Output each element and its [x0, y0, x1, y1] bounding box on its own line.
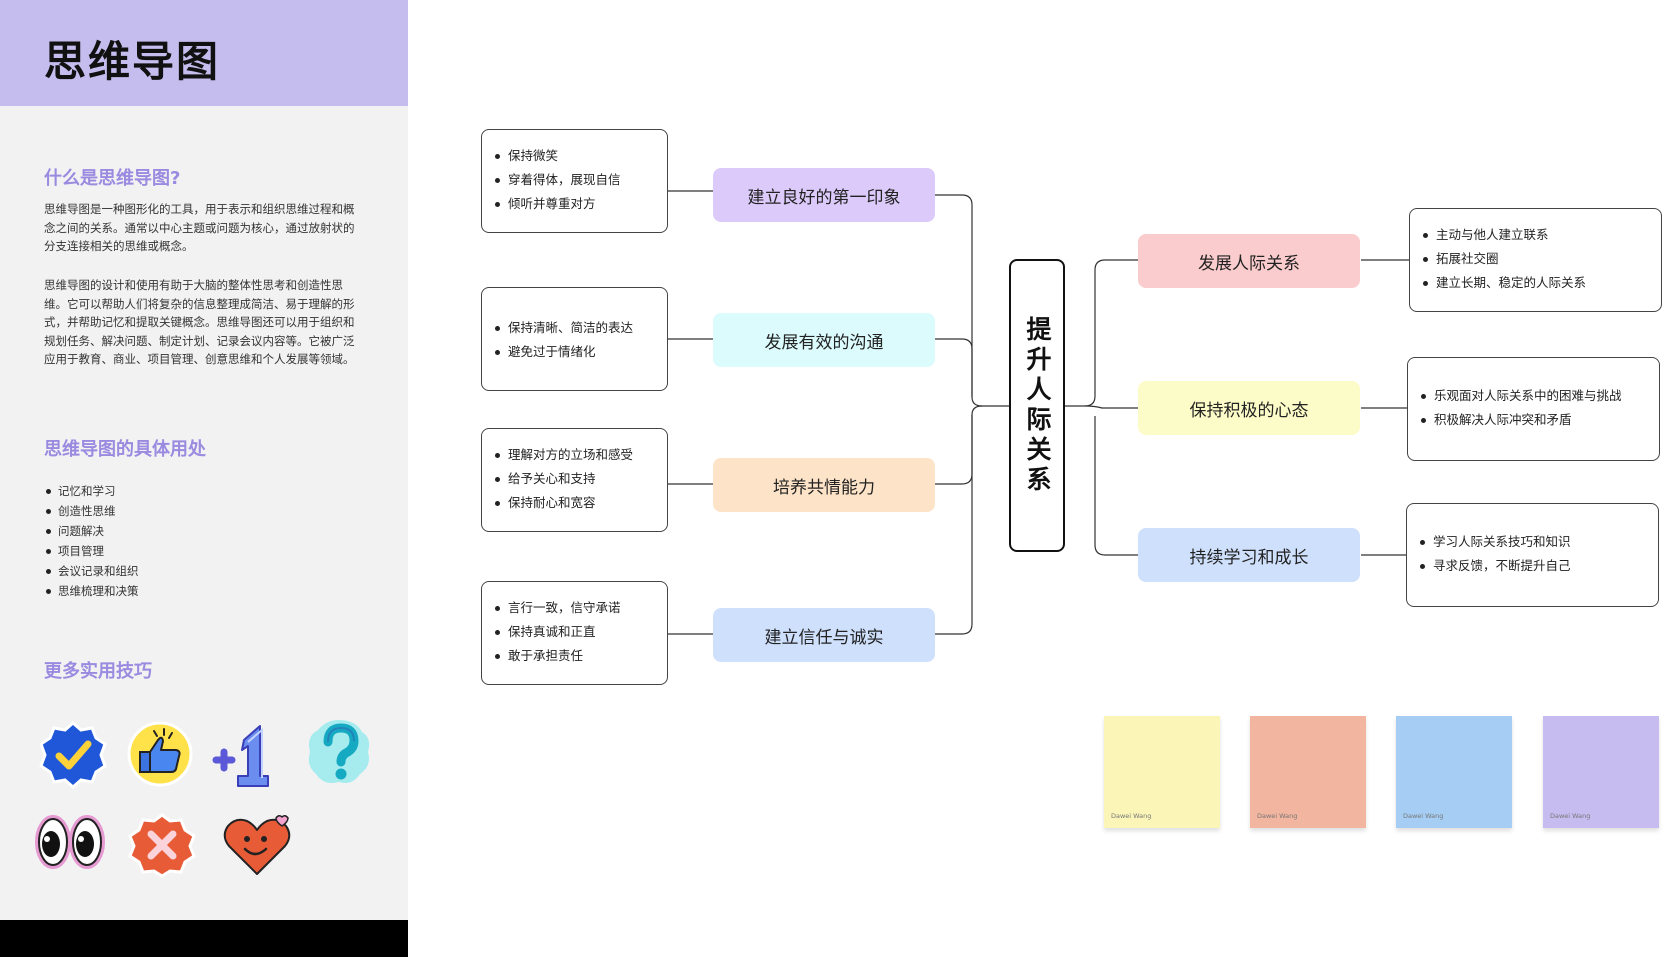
sticky-note-author: Dawei Wang [1403, 812, 1444, 820]
branch-node-empathy[interactable]: 培养共情能力 [713, 458, 935, 512]
sticky-note-author: Dawei Wang [1550, 812, 1591, 820]
branch-node-positive-mindset[interactable]: 保持积极的心态 [1138, 381, 1360, 435]
detail-item: 穿着得体，展现自信 [494, 168, 657, 192]
detail-item: 保持真诚和正直 [494, 620, 657, 644]
list-item: 记忆和学习 [44, 481, 139, 501]
detail-item: 敢于承担责任 [494, 644, 657, 668]
eyes-icon[interactable] [34, 812, 106, 872]
branch-node-continuous-learning[interactable]: 持续学习和成长 [1138, 528, 1360, 582]
sticky-note[interactable]: Dawei Wang [1396, 716, 1512, 828]
x-mark-badge-icon[interactable] [126, 812, 198, 878]
section-heading-tips: 更多实用技巧 [44, 661, 152, 682]
detail-item: 保持微笑 [494, 144, 657, 168]
sticky-note[interactable]: Dawei Wang [1250, 716, 1366, 828]
sticky-note[interactable]: Dawei Wang [1104, 716, 1220, 828]
list-item: 思维梳理和决策 [44, 581, 139, 601]
branch-label: 培养共情能力 [773, 477, 875, 498]
central-topic-label: 提升人际关系 [1023, 315, 1052, 496]
sidebar-header: 思维导图 [0, 0, 408, 106]
branch-label: 持续学习和成长 [1189, 547, 1309, 568]
detail-box-develop-relationships[interactable]: 主动与他人建立联系 拓展社交圈 建立长期、稳定的人际关系 [1409, 208, 1662, 312]
detail-item: 寻求反馈，不断提升自己 [1419, 554, 1648, 578]
sticky-note[interactable]: Dawei Wang [1543, 716, 1659, 828]
sticky-note-author: Dawei Wang [1257, 812, 1298, 820]
section-heading-uses: 思维导图的具体用处 [44, 439, 206, 460]
checkmark-badge-icon[interactable] [38, 720, 108, 790]
sidebar: 思维导图 什么是思维导图? 思维导图是一种图形化的工具，用于表示和组织思维过程和… [0, 0, 408, 957]
detail-box-continuous-learning[interactable]: 学习人际关系技巧和知识 寻求反馈，不断提升自己 [1406, 503, 1659, 607]
detail-item: 学习人际关系技巧和知识 [1419, 530, 1648, 554]
detail-box-positive-mindset[interactable]: 乐观面对人际关系中的困难与挑战 积极解决人际冲突和矛盾 [1407, 357, 1660, 461]
plus-one-icon[interactable] [208, 716, 284, 792]
section-paragraph-2: 思维导图的设计和使用有助于大脑的整体性思考和创造性思维。它可以帮助人们将复杂的信… [44, 278, 355, 366]
branch-node-first-impression[interactable]: 建立良好的第一印象 [713, 168, 935, 222]
section-heading-what: 什么是思维导图? [44, 168, 181, 189]
branch-label: 发展有效的沟通 [764, 332, 884, 353]
branch-node-communication[interactable]: 发展有效的沟通 [713, 313, 935, 367]
list-item: 问题解决 [44, 521, 139, 541]
detail-item: 主动与他人建立联系 [1422, 223, 1651, 247]
central-topic-node[interactable]: 提升人际关系 [1009, 259, 1065, 552]
list-item: 创造性思维 [44, 501, 139, 521]
thumbs-up-icon[interactable] [126, 720, 194, 788]
detail-box-first-impression[interactable]: 保持微笑 穿着得体，展现自信 倾听并尊重对方 [481, 129, 668, 233]
detail-item: 言行一致，信守承诺 [494, 596, 657, 620]
detail-item: 拓展社交圈 [1422, 247, 1651, 271]
uses-list: 记忆和学习 创造性思维 问题解决 项目管理 会议记录和组织 思维梳理和决策 [44, 481, 139, 601]
detail-box-communication[interactable]: 保持清晰、简洁的表达 避免过于情绪化 [481, 287, 668, 391]
detail-item: 积极解决人际冲突和矛盾 [1420, 408, 1649, 432]
list-item: 会议记录和组织 [44, 561, 139, 581]
sidebar-title: 思维导图 [44, 37, 221, 86]
detail-box-empathy[interactable]: 理解对方的立场和感受 给予关心和支持 保持耐心和宽容 [481, 428, 668, 532]
branch-node-trust[interactable]: 建立信任与诚实 [713, 608, 935, 662]
detail-item: 保持耐心和宽容 [494, 491, 657, 515]
detail-item: 倾听并尊重对方 [494, 192, 657, 216]
detail-item: 建立长期、稳定的人际关系 [1422, 271, 1651, 295]
detail-box-trust[interactable]: 言行一致，信守承诺 保持真诚和正直 敢于承担责任 [481, 581, 668, 685]
question-mark-icon[interactable] [304, 716, 374, 788]
detail-item: 保持清晰、简洁的表达 [494, 316, 657, 340]
sidebar-footer-bar [0, 920, 408, 957]
branch-label: 发展人际关系 [1198, 253, 1300, 274]
smiling-heart-icon[interactable] [222, 812, 292, 880]
branch-node-develop-relationships[interactable]: 发展人际关系 [1138, 234, 1360, 288]
detail-item: 理解对方的立场和感受 [494, 443, 657, 467]
branch-label: 建立信任与诚实 [764, 627, 884, 648]
branch-label: 建立良好的第一印象 [747, 187, 901, 208]
detail-item: 避免过于情绪化 [494, 340, 657, 364]
sticky-note-author: Dawei Wang [1111, 812, 1152, 820]
detail-item: 给予关心和支持 [494, 467, 657, 491]
detail-item: 乐观面对人际关系中的困难与挑战 [1420, 384, 1649, 408]
list-item: 项目管理 [44, 541, 139, 561]
branch-label: 保持积极的心态 [1189, 400, 1309, 421]
section-paragraph-1: 思维导图是一种图形化的工具，用于表示和组织思维过程和概念之间的关系。通常以中心主… [44, 202, 355, 253]
